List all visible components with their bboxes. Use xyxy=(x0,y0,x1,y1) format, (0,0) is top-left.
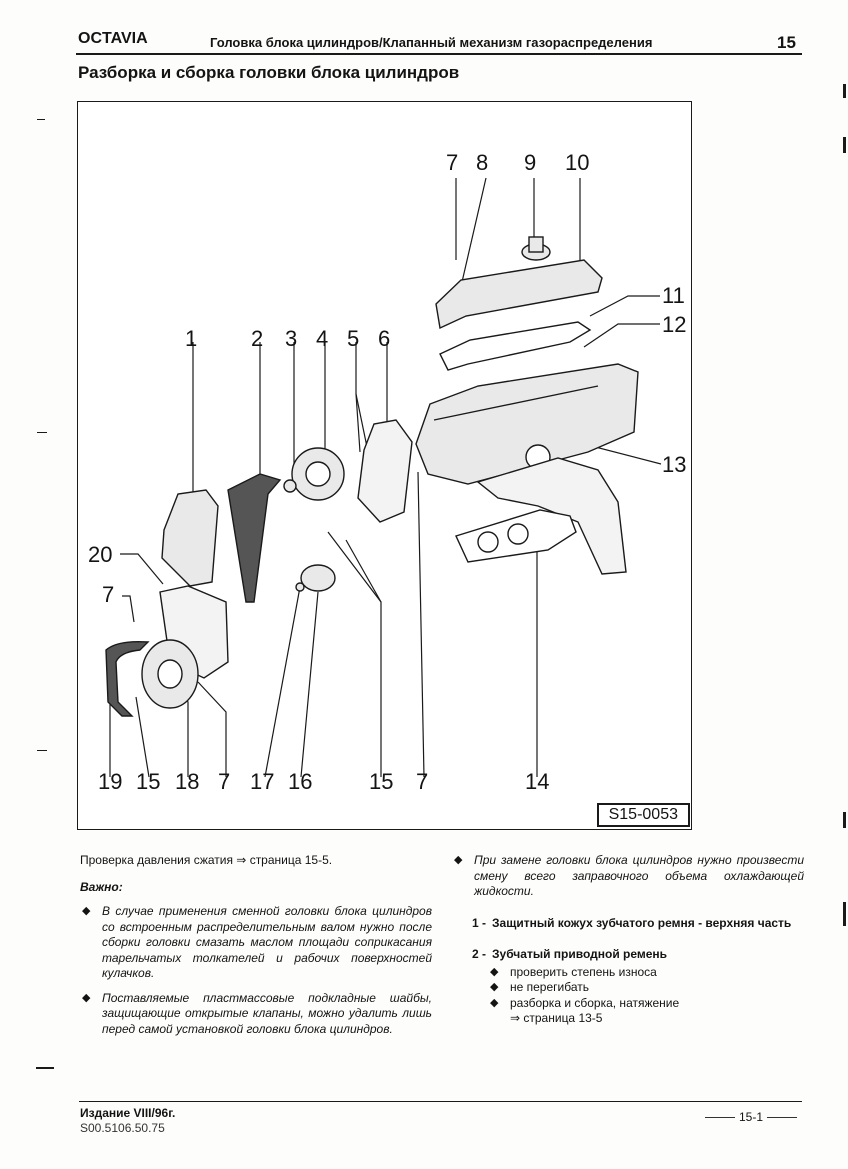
callout-18: 18 xyxy=(175,769,200,794)
callout-5: 5 xyxy=(347,326,360,351)
note-text: В случае применения сменной головки блок… xyxy=(102,904,432,980)
left-text-column: Проверка давления сжатия ⇒ страница 15-5… xyxy=(80,853,432,1046)
part-name: Зубчатый приводной ремень xyxy=(492,947,668,961)
footer-rule xyxy=(79,1101,802,1102)
subitem: ◆разборка и сборка, натяжение xyxy=(490,995,680,1010)
part-item: 1 - Защитный кожух зубчатого ремня - вер… xyxy=(472,916,804,932)
callout-7-bottom: 7 xyxy=(218,769,231,794)
callout-12: 12 xyxy=(662,312,687,337)
callout-14: 14 xyxy=(525,769,550,794)
page-reference: ⇒ страница 13-5 xyxy=(510,1011,603,1025)
callout-17: 17 xyxy=(250,769,275,794)
callout-9: 9 xyxy=(524,150,537,175)
callout-15: 15 xyxy=(136,769,161,794)
callout-1: 1 xyxy=(185,326,198,351)
diamond-bullet-icon: ◆ xyxy=(490,981,499,993)
exploded-view-figure: 7 8 9 10 1 2 3 4 5 6 11 12 13 20 7 19 15… xyxy=(77,101,692,830)
coolant-note: ◆ При замене головки блока цилиндров нуж… xyxy=(452,853,804,900)
diamond-bullet-icon: ◆ xyxy=(490,965,499,978)
footer-document-code: S00.5106.50.75 xyxy=(80,1121,165,1135)
margin-mark xyxy=(37,119,45,120)
belt-subitems: ◆проверить степень износа ◆не перегибать… xyxy=(490,965,804,1027)
margin-mark xyxy=(37,432,47,433)
subitem: ◆не перегибать xyxy=(490,980,589,994)
margin-mark xyxy=(843,812,846,828)
part-number: 2 - xyxy=(472,947,487,961)
footer-page-number: 15-1 xyxy=(700,1110,802,1124)
diamond-bullet-icon: ◆ xyxy=(82,991,91,1004)
note-item: ◆ В случае применения сменной головки бл… xyxy=(80,904,432,982)
right-text-column: ◆ При замене головки блока цилиндров нуж… xyxy=(452,853,804,1027)
callout-13: 13 xyxy=(662,452,687,477)
callout-16: 16 xyxy=(288,769,313,794)
callout-7-right: 7 xyxy=(416,769,429,794)
footer-edition: Издание VIII/96г. xyxy=(80,1106,176,1120)
diamond-bullet-icon: ◆ xyxy=(454,854,463,866)
header-rule xyxy=(76,53,802,55)
callout-15-right: 15 xyxy=(369,769,394,794)
subitem: ◆проверить степень износа xyxy=(490,964,657,979)
diamond-bullet-icon: ◆ xyxy=(82,905,91,917)
callout-11: 11 xyxy=(662,283,685,308)
callout-19: 19 xyxy=(98,769,123,794)
margin-mark xyxy=(843,137,846,153)
cylinder-head-exploded-drawing xyxy=(105,177,662,778)
part-name: Защитный кожух зубчатого ремня - верхняя… xyxy=(492,915,792,930)
part-number: 1 - xyxy=(472,915,487,930)
callout-7-left: 7 xyxy=(102,582,115,607)
callout-4: 4 xyxy=(316,326,329,351)
coolant-note-text: При замене головки блока цилиндров нужно… xyxy=(474,853,804,898)
callout-20: 20 xyxy=(88,542,113,567)
part-item: 2 - Зубчатый приводной ремень xyxy=(472,947,804,963)
margin-mark xyxy=(843,84,846,98)
margin-mark xyxy=(36,1067,54,1069)
page-title: Разборка и сборка головки блока цилиндро… xyxy=(78,63,460,82)
margin-mark xyxy=(37,750,47,751)
callout-2: 2 xyxy=(251,326,264,351)
compression-check-text: Проверка давления сжатия ⇒ страница 15-5… xyxy=(80,853,333,867)
header-section-title: Головка блока цилиндров/Клапанный механи… xyxy=(210,35,653,50)
figure-reference-code: S15-0053 xyxy=(596,803,690,827)
callout-8: 8 xyxy=(476,150,489,175)
header-page-number: 15 xyxy=(777,33,796,52)
important-heading: Важно: xyxy=(80,879,123,894)
diamond-bullet-icon: ◆ xyxy=(490,996,499,1009)
header-model: OCTAVIA xyxy=(78,30,148,47)
note-text: Поставляемые пластмассовые подкладные ша… xyxy=(102,990,432,1036)
callout-7: 7 xyxy=(446,150,459,175)
callout-3: 3 xyxy=(285,326,298,351)
note-item: ◆ Поставляемые пластмассовые подкладные … xyxy=(80,991,432,1038)
callout-10: 10 xyxy=(565,150,590,175)
margin-mark xyxy=(843,902,846,926)
callout-6: 6 xyxy=(378,326,391,351)
